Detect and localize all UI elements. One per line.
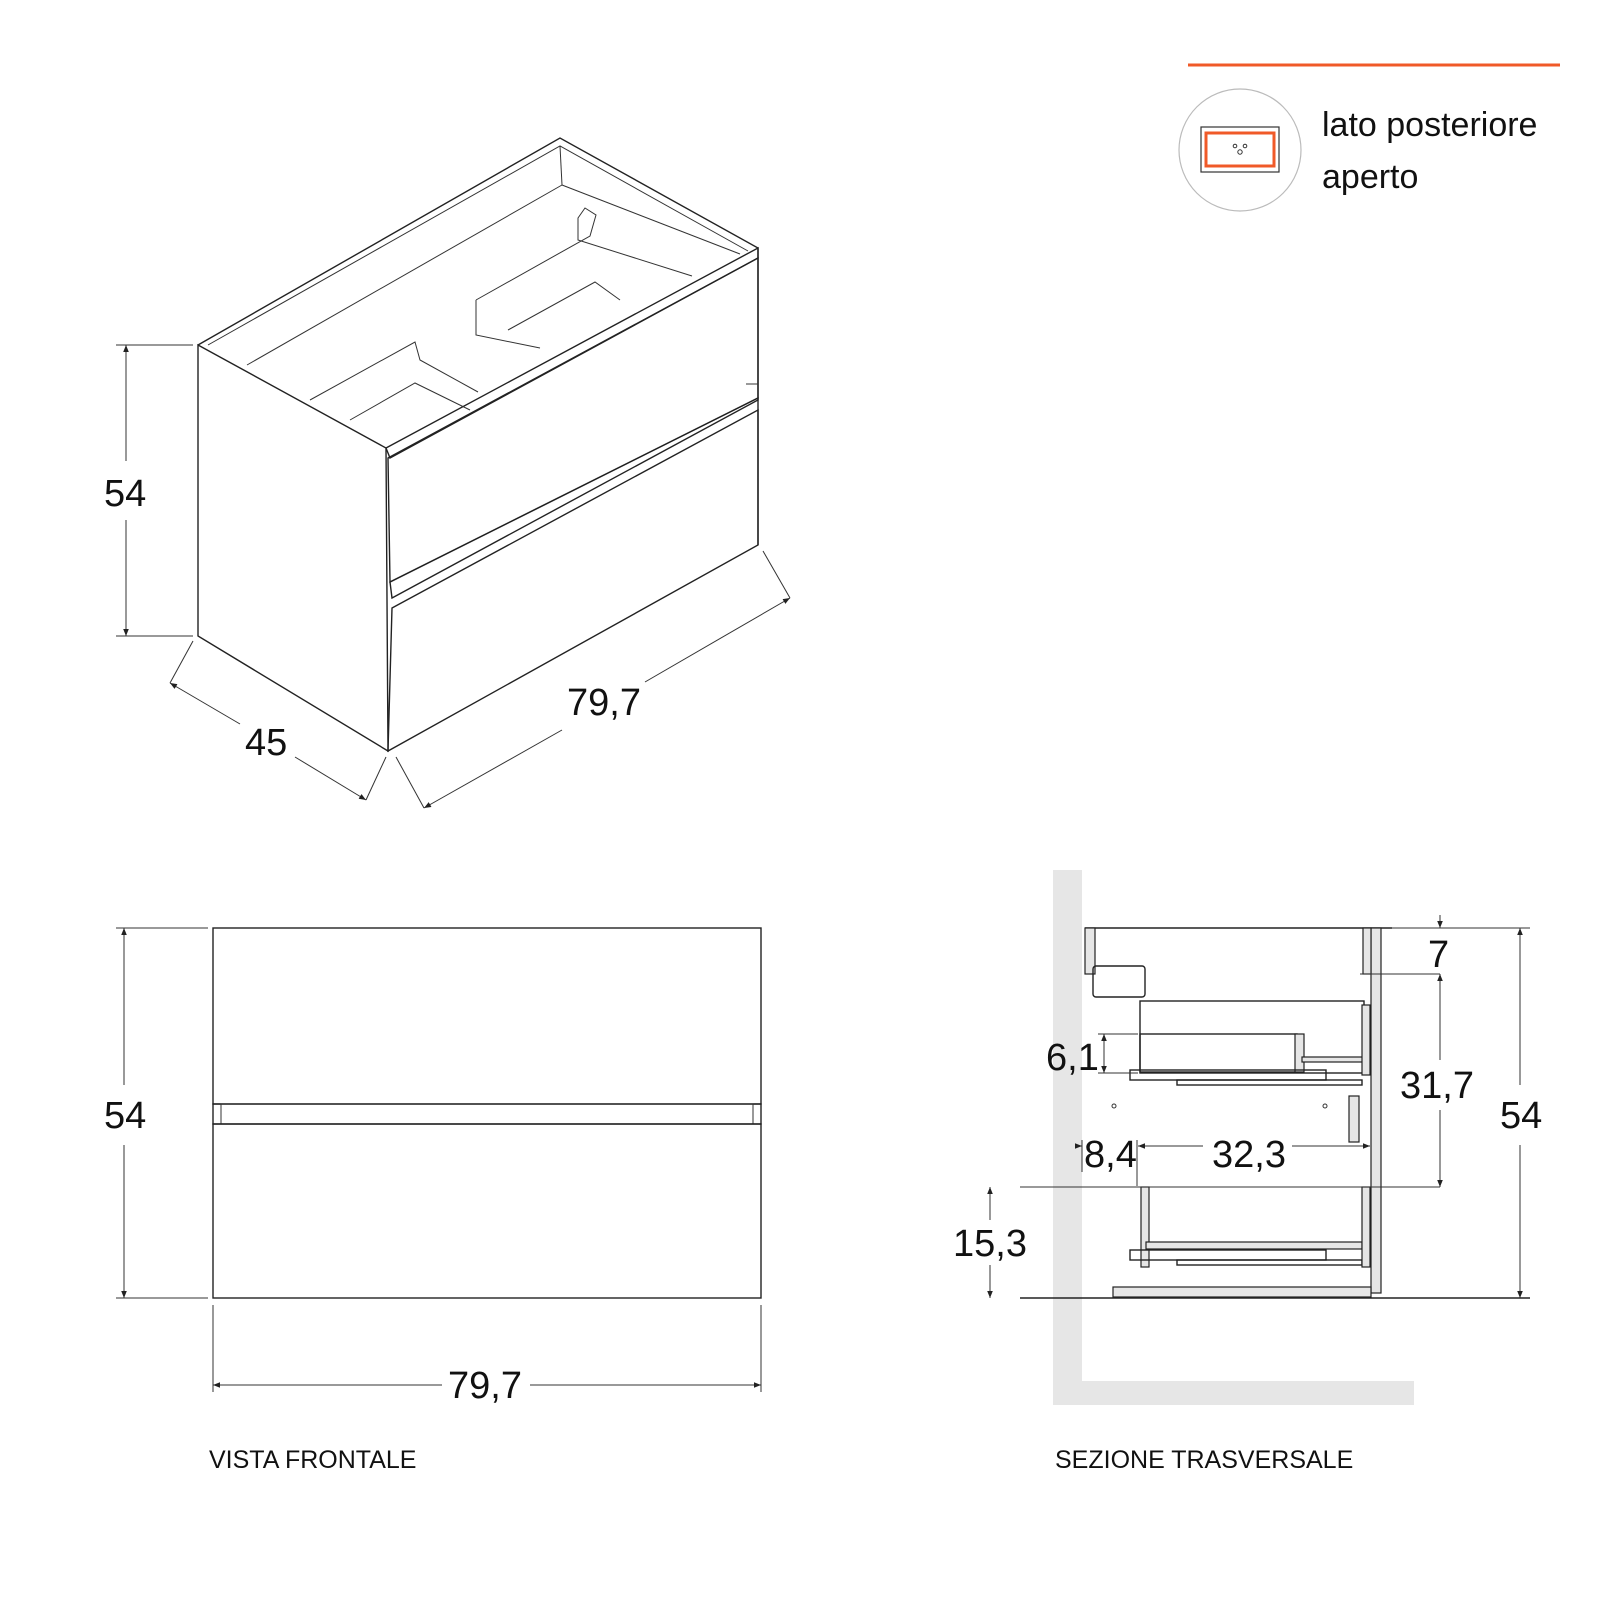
inner-drawer <box>1139 1033 1298 1073</box>
drawer-spacing-label: 31,7 <box>1400 1065 1474 1107</box>
lower-drawer-bottom <box>1145 1241 1363 1250</box>
slide-rail <box>1176 1079 1363 1086</box>
total-height-label: 54 <box>1500 1095 1542 1137</box>
upper-drawer-height-label: 6,1 <box>1046 1037 1099 1079</box>
cabinet-side <box>197 343 389 753</box>
top-gap-label: 7 <box>1428 934 1449 976</box>
extension-line <box>762 550 791 599</box>
lower-drawer-runner <box>1129 1249 1327 1261</box>
iso-height-label: 54 <box>104 473 146 515</box>
floor <box>1053 1381 1414 1405</box>
isometric-view: 54 45 79,7 <box>104 137 791 809</box>
lower-drawer-back <box>1140 1186 1150 1268</box>
drawer-box-left-inner <box>349 382 471 421</box>
wall-offset-label: 8,4 <box>1084 1134 1137 1176</box>
wall-bracket <box>1092 965 1146 998</box>
lower-front-edge <box>1361 1186 1371 1268</box>
drawer-front-panel <box>1370 927 1382 1294</box>
extension-line <box>169 640 194 684</box>
handle-groove-inner <box>220 1103 754 1125</box>
drawer-box-right-inner <box>507 281 621 331</box>
legend-line-2: aperto <box>1322 158 1418 196</box>
upper-drawer-front <box>387 256 759 584</box>
back-rail <box>1084 927 1096 975</box>
cabinet-bottom <box>1112 1286 1372 1298</box>
front-view-caption: VISTA FRONTALE <box>209 1446 416 1474</box>
hole-dot <box>1237 149 1243 155</box>
back-corner <box>559 145 563 186</box>
top-rail <box>1362 927 1372 975</box>
lower-slide-rail <box>1176 1259 1363 1266</box>
inner-drawer-front <box>1294 1033 1305 1073</box>
wall <box>1053 870 1082 1405</box>
back-inner-edge-right <box>561 184 741 255</box>
drawer-box-left <box>309 341 479 401</box>
iso-width-label: 79,7 <box>567 682 641 724</box>
open-back-highlight <box>1204 131 1276 168</box>
extension-line <box>365 756 387 801</box>
front-view: 54 79,7 VISTA FRONTALE <box>104 927 762 1474</box>
iso-depth-label: 45 <box>245 722 287 764</box>
legend-line-1: lato posteriore <box>1322 106 1537 144</box>
legend: lato posteriore aperto <box>1178 63 1560 212</box>
front-height-label: 54 <box>104 1095 146 1137</box>
lower-drawer-front <box>212 1123 762 1299</box>
hole-dot <box>1232 143 1238 149</box>
hole-dot <box>1242 143 1248 149</box>
lower-drawer-front <box>387 408 759 753</box>
cabinet-top-outline <box>197 137 759 545</box>
depth-dimension-line <box>169 682 241 725</box>
back-inner-edge <box>246 184 563 366</box>
lower-drawer-height-label: 15,3 <box>953 1223 1027 1265</box>
upper-drawer-front <box>212 927 762 1105</box>
section-view-caption: SEZIONE TRASVERSALE <box>1055 1446 1353 1474</box>
drawer-box-right <box>475 207 693 301</box>
extension-line <box>395 756 425 809</box>
front-panel-edge <box>1361 1004 1371 1076</box>
hole <box>1111 1103 1117 1109</box>
depth-dimension-line <box>294 756 367 801</box>
top-inner-edge <box>207 145 749 346</box>
drawer-depth-label: 32,3 <box>1212 1134 1286 1176</box>
runner <box>1301 1056 1369 1063</box>
drawer-box-right-side <box>475 300 541 349</box>
width-dimension-line <box>423 729 563 809</box>
hole <box>1322 1103 1328 1109</box>
section-view: 7 31,7 54 6,1 8,4 32,3 15,3 SEZIONE TRAS… <box>953 870 1542 1474</box>
handle-profile <box>1348 1095 1360 1143</box>
front-width-label: 79,7 <box>448 1365 522 1407</box>
handle-groove <box>389 396 759 600</box>
width-dimension-line <box>644 597 791 683</box>
handle-groove <box>212 1103 762 1125</box>
